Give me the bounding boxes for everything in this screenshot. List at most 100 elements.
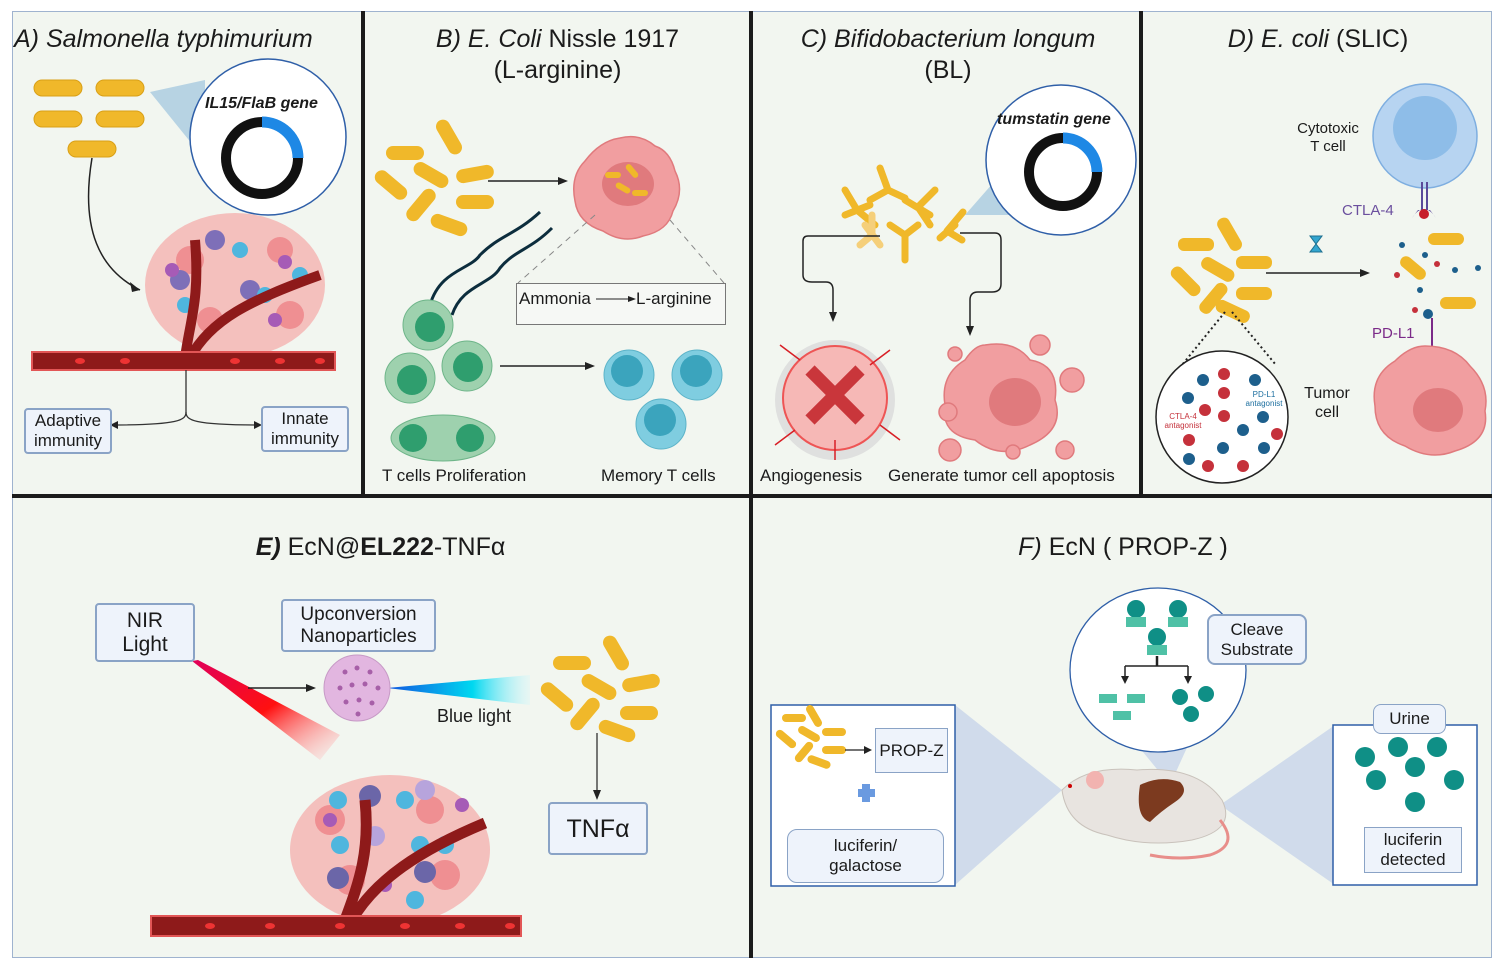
tumor-microenvironment [150,775,522,937]
bacterium [33,110,83,128]
urine-label-box: Urine [1373,704,1446,734]
ucnp-l2: Nanoparticles [300,625,417,647]
luciferin-l2: galactose [829,856,902,875]
mouse [1061,768,1230,860]
blue-light-beam [387,675,530,705]
plasmid-gene-arc [261,116,304,159]
panel-a-bacteria [33,58,347,292]
l-arginine-label: L-arginine [636,289,712,308]
innate-immunity-label-l2: immunity [270,429,339,448]
conversion-arrow [596,296,636,302]
ammonia-label: Ammonia [519,289,591,308]
panel-e-diagram [150,635,660,937]
liver [1138,779,1184,822]
urine-enzymes [1355,737,1464,812]
panel-c-gene-label: tumstatin gene [997,111,1111,128]
bacterium [540,682,574,712]
panel-e-title-prefix: E) [255,533,281,561]
panel-d-title: D) E. coli (SLIC) [1143,24,1493,55]
hourglass-icon [1309,235,1323,253]
t-cell-label-l1: Cytotoxic [1297,120,1359,137]
nir-light-beam [192,660,340,760]
bacterium [598,719,636,743]
ctla4-receptor [1412,209,1436,218]
adaptive-immunity-label-l1: Adaptive [34,411,102,430]
detected-l1: luciferin [1383,830,1443,849]
cleave-l1: Cleave [1230,619,1284,639]
panel-f-title-prefix: F) [1018,533,1042,561]
pdl1-antagonist-l2: antagonist [1245,399,1283,408]
panel-b-diagram [374,119,725,462]
bacterium [1217,217,1242,251]
lysed-bacteria [1400,233,1476,309]
divider-a-b [361,11,365,496]
panel-f-diagram [770,587,1478,887]
panel-c-diagram [774,84,1137,462]
bacterium [620,706,658,720]
conversion-box [516,283,726,325]
zoom-callout-left [955,705,1062,885]
bacterium [570,697,600,731]
nir-light-l2: Light [122,632,168,656]
bacterium [67,140,117,158]
panel-b-title-strain: Nissle 1917 [541,25,680,53]
prop-z-box: PROP-Z [875,728,948,773]
bacterium [406,188,436,222]
bifidobacterium [886,221,922,264]
cross-mark [805,365,865,425]
panel-a-tumor [31,213,336,429]
memory-t-cells [603,349,723,450]
bifidobacterium [866,164,909,204]
cleave-l2: Substrate [1220,639,1294,659]
bacterium [553,656,591,670]
plus-icon [858,784,875,802]
bifidobacterium [901,186,939,229]
panel-c-title: C) Bifidobacterium longum (BL) [753,24,1143,86]
bacterium [1170,266,1201,297]
luciferin-l1: luciferin/ [833,836,898,855]
panel-d-title-strain: (SLIC) [1329,25,1409,53]
panel-e-title-strain: EcN@ [280,533,361,561]
panel-e-title-bold: EL222 [360,533,434,561]
bacterium [456,164,494,184]
plasmid-callout-circle [985,84,1137,236]
ctla4-antagonist-l1: CTLA-4 [1169,412,1197,421]
ucnp-l1: Upconversion [300,603,417,625]
bacterium [603,635,629,671]
panel-e-title: E) EcN@EL222-TNFα [12,532,749,563]
panel-a-title-species: Salmonella typhimurium [45,25,313,53]
angiogenesis-tumor [774,340,901,460]
ctla4-label: CTLA-4 [1342,202,1394,219]
blood-vessel-branch [180,239,322,361]
cleavage-callout-circle [1069,587,1247,753]
adaptive-immunity-label-l2: immunity [33,431,102,450]
bacterium [581,674,617,700]
bacterium [374,170,408,200]
luciferin-galactose-box: luciferin/galactose [787,829,944,883]
bacterium [386,146,424,160]
bacterium [1236,256,1272,269]
divider-c-d [1139,11,1143,496]
panel-f-title: F) EcN ( PROP-Z ) [753,532,1493,563]
bifidobacterium [936,208,967,244]
tumor-label-l1: Tumor [1304,385,1350,402]
bacterium [95,79,145,97]
panel-b-title-subtitle: (L-arginine) [493,56,622,84]
panel-b-title: B) E. Coli Nissle 1917 (L-arginine) [365,24,750,86]
bacterium [456,195,494,209]
innate-immunity-label-l1: Innate [281,409,329,428]
detected-l2: detected [1380,850,1446,869]
panel-d-diagram [1155,83,1487,484]
panel-a-title: A) Salmonella typhimurium [14,24,313,55]
bacterium [1236,287,1272,300]
divider-b-c [749,11,753,958]
tnf-alpha-box: TNFα [548,802,648,855]
panel-e-title-tail: -TNFα [433,533,506,561]
